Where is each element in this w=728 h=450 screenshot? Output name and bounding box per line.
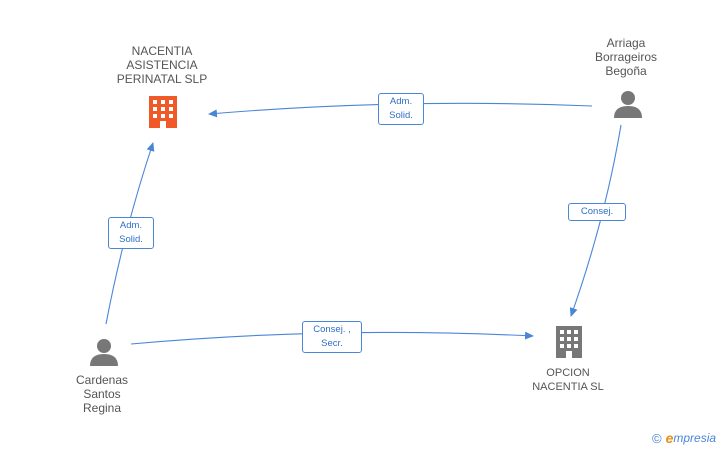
node-label-opcion[interactable]: OPCION NACENTIA SL xyxy=(532,367,604,393)
copyright-symbol: © xyxy=(652,430,662,446)
edge-label-cardenas-opcion[interactable]: Consej. , Secr. xyxy=(302,321,362,353)
person-icon[interactable] xyxy=(614,91,642,118)
node-label-cardenas[interactable]: Cardenas Santos Regina xyxy=(75,373,129,415)
building-icon[interactable] xyxy=(556,326,582,358)
building-icon[interactable] xyxy=(149,96,177,128)
edge-label-cardenas-nacentia[interactable]: Adm. Solid. xyxy=(108,217,154,249)
logo-text: mpresia xyxy=(673,431,717,445)
edge-label-arriaga-opcion[interactable]: Consej. xyxy=(568,203,626,221)
empresia-logo: © e mpresia xyxy=(652,428,716,448)
logo-first-letter: e xyxy=(665,430,674,446)
edge-label-arriaga-nacentia[interactable]: Adm. Solid. xyxy=(378,93,424,125)
person-icon[interactable] xyxy=(90,339,118,366)
node-label-arriaga[interactable]: Arriaga Borrageiros Begoña xyxy=(594,36,658,78)
node-label-nacentia[interactable]: NACENTIA ASISTENCIA PERINATAL SLP xyxy=(116,44,208,86)
